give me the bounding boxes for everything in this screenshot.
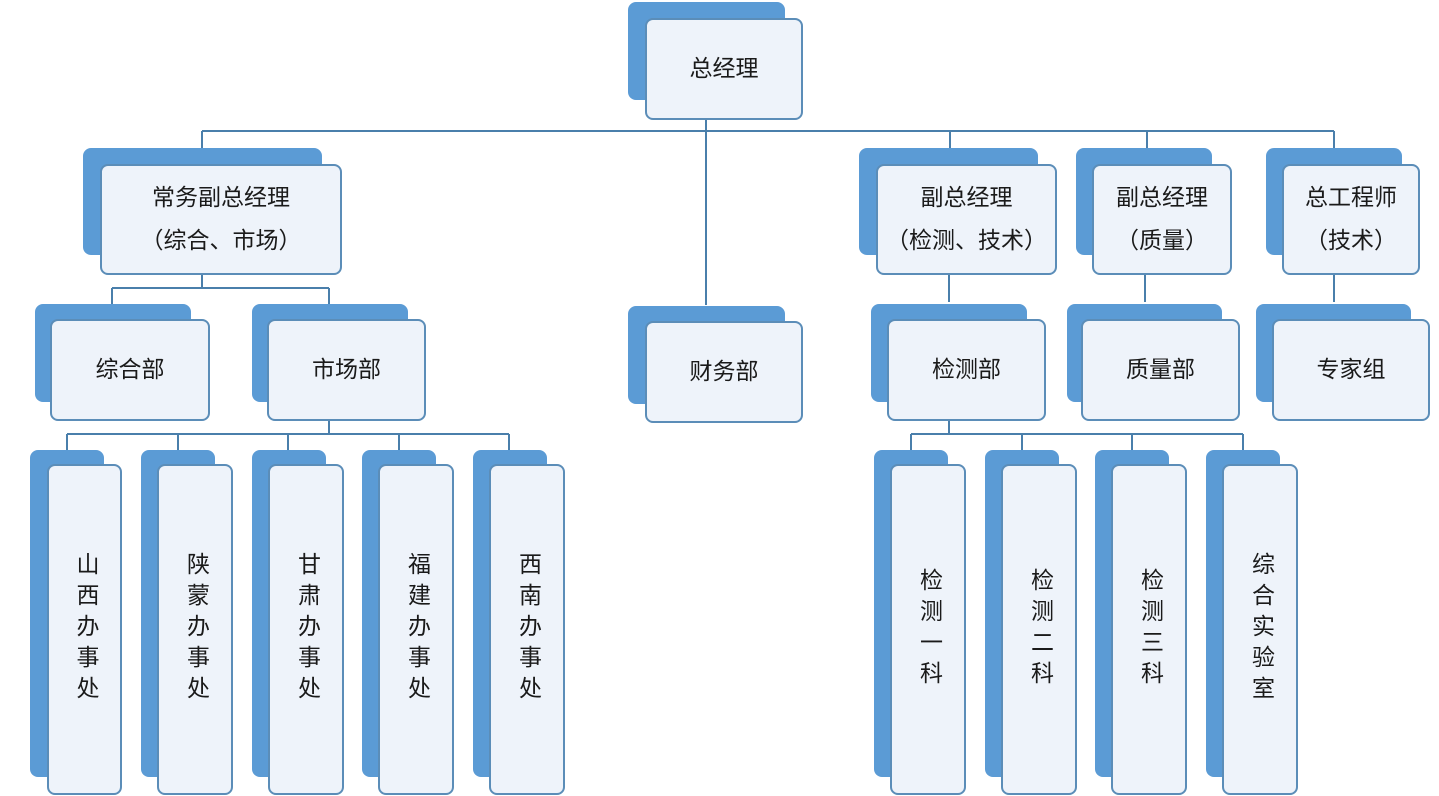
office-shanxi-label: 山西办事处: [47, 464, 122, 795]
dept-quality-label: 质量部: [1081, 319, 1240, 421]
vp-quality-label: 副总经理 （质量）: [1092, 164, 1232, 275]
office-gansu-label: 甘肃办事处: [268, 464, 344, 795]
dept-experts-label: 专家组: [1272, 319, 1430, 421]
office-southwest-label: 西南办事处: [489, 464, 565, 795]
general-manager-label: 总经理: [645, 18, 803, 120]
chief-engineer-label: 总工程师 （技术）: [1282, 164, 1420, 275]
section-test-2-label: 检测二科: [1001, 464, 1077, 795]
dept-market-label: 市场部: [267, 319, 426, 421]
office-shaanmeng-label: 陕蒙办事处: [157, 464, 233, 795]
section-test-1-label: 检测一科: [890, 464, 966, 795]
dept-general-label: 综合部: [50, 319, 210, 421]
dept-testing-label: 检测部: [887, 319, 1046, 421]
section-lab-label: 综合实验室: [1222, 464, 1298, 795]
section-test-3-label: 检测三科: [1111, 464, 1187, 795]
office-fujian-label: 福建办事处: [378, 464, 454, 795]
vp-testing-label: 副总经理 （检测、技术）: [876, 164, 1057, 275]
dept-finance-label: 财务部: [645, 321, 803, 423]
exec-vp-label: 常务副总经理 （综合、市场）: [100, 164, 342, 275]
